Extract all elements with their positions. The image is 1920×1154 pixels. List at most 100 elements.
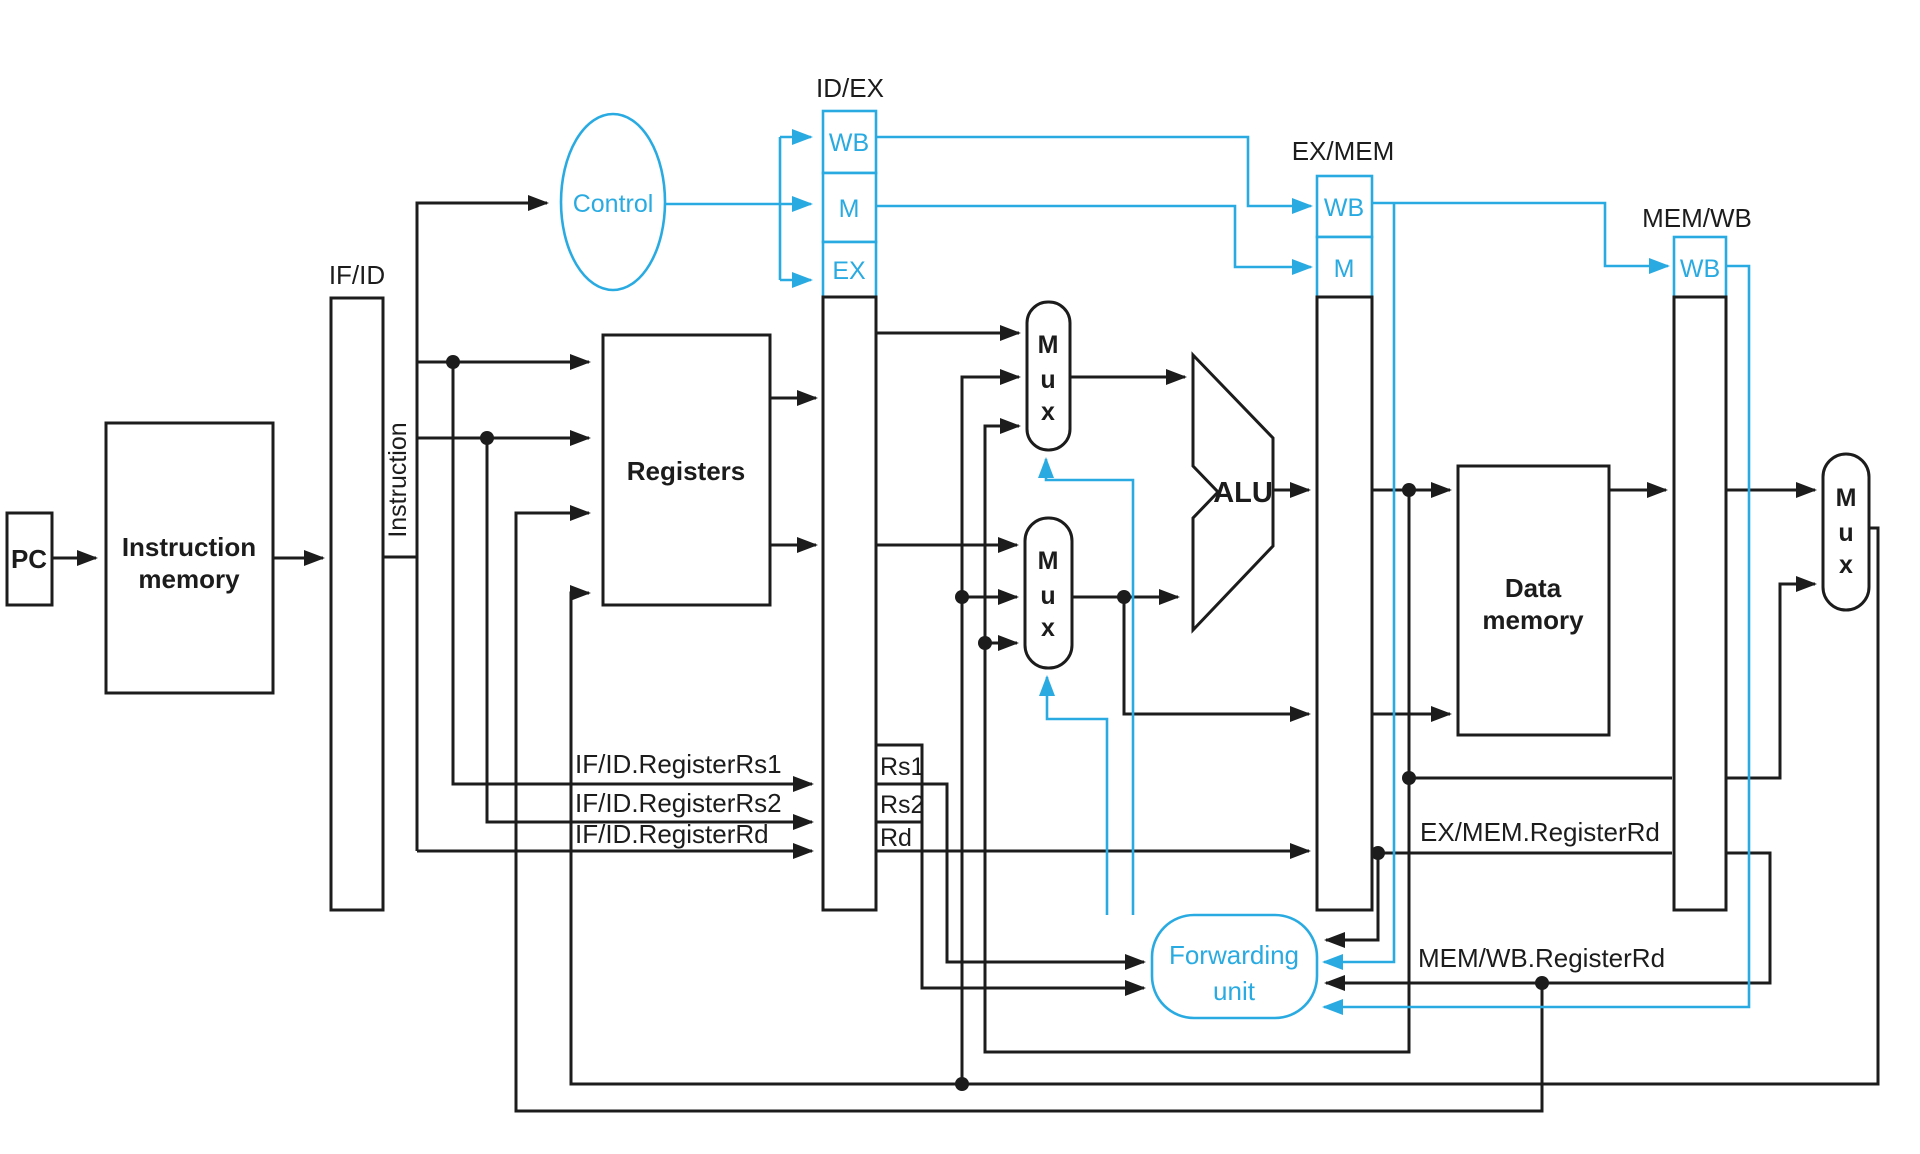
mux2-letter-x: x [1041,614,1055,642]
wire-exmem-rd-to-forwarding [1324,853,1380,948]
ex-mem-register: EX/MEM WB M [1292,136,1395,912]
ex-mem-wb-box [1315,174,1374,239]
junction-dot [1402,771,1416,785]
mem-wb-label: MEM/WB [1642,203,1752,233]
mux3-letter-m: M [1836,484,1857,512]
alu-label: ALU [1213,477,1273,509]
pc-block: PC [5,511,54,607]
ex-mem-register-rd-label: EX/MEM.RegisterRd [1420,817,1660,847]
pc-label: PC [11,544,47,574]
mem-wb-wb-box [1672,235,1728,299]
forwarding-unit-box [1150,913,1319,1020]
junction-dot [955,590,969,604]
control-label: Control [573,190,654,218]
rd-box [874,820,924,853]
rd-label: Rd [880,824,912,852]
wire-storedata-to-exmem [1122,597,1311,722]
alu-shape [1191,351,1275,634]
instruction-memory-label-line1: Instruction [122,532,256,562]
data-memory-label-line1: Data [1505,573,1562,603]
mem-wb-register-rd-label: MEM/WB.RegisterRd [1418,943,1665,973]
mux1-letter-m: M [1038,331,1059,359]
id-ex-ex-box [821,240,878,299]
mem-wb-wb-label: WB [1680,255,1720,283]
id-ex-bar [821,295,878,912]
forwarding-unit-label-line1: Forwarding [1169,940,1299,970]
registers-block: Registers [601,333,772,607]
mux2-letter-u: u [1040,582,1055,610]
ex-mem-m-label: M [1334,255,1355,283]
mux-alu-src-b: M u x [1023,516,1074,670]
id-ex-register: ID/EX WB M EX [816,73,884,912]
wire-idex-m-to-exmem-m [876,204,1313,275]
mux1-letter-u: u [1040,366,1055,394]
forwarding-unit-label-line2: unit [1213,976,1256,1006]
wire-exmem-forward-to-mux1 [983,418,1411,1054]
forwarding-unit-block: Forwarding unit [1150,913,1319,1020]
mux2-letter-m: M [1038,547,1059,575]
rs1-box [874,743,924,786]
junction-dot [1402,483,1416,497]
wire-rs1-to-idex [451,362,814,792]
control-oval [559,112,667,292]
pc-box [5,511,54,607]
ex-mem-label: EX/MEM [1292,136,1395,166]
wire-rs2-to-forwarding [920,822,1146,996]
if-id-register-rd-label: IF/ID.RegisterRd [575,819,769,849]
mux2-capsule [1023,516,1074,670]
ex-mem-wb-label: WB [1324,194,1364,222]
registers-box [601,333,772,607]
wire-writeback-forward-to-mux1 [960,369,1021,1084]
if-id-bar [329,296,385,912]
id-ex-m-label: M [839,195,860,223]
junction-dot [978,636,992,650]
data-memory-box [1456,464,1611,737]
mem-wb-bar [1672,295,1728,912]
wire-rs2-to-idex [485,438,814,830]
wire-idex-wb-to-exmem-wb [876,135,1313,214]
signal-labels: IF/ID.RegisterRs1 IF/ID.RegisterRs2 IF/I… [575,749,1665,973]
wire-exmem-wb-to-memwb-wb [1369,201,1670,274]
wire-writeback-data [569,526,1880,1086]
mux3-letter-u: u [1838,519,1853,547]
instruction-memory-block: Instruction memory [104,421,275,695]
instruction-signal-label: Instruction [384,422,412,537]
ex-mem-m-box [1315,235,1374,299]
wire-forward-a [1038,457,1135,915]
junction-dot [1117,590,1131,604]
id-ex-label: ID/EX [816,73,884,103]
mux-alu-src-a: M u x [1025,300,1072,452]
registers-label: Registers [627,456,746,486]
wire-exmem-wb-to-forwarding [1322,203,1396,970]
id-ex-ex-label: EX [832,257,866,285]
wire-memwb-wb-to-forwarding [1322,264,1751,1015]
junction-dot [480,431,494,445]
rs1-label: Rs1 [880,753,924,781]
mem-wb-register: MEM/WB WB [1642,203,1752,912]
if-id-register: IF/ID Instruction [329,260,412,912]
wire-instruction-bus-to-control [415,195,549,851]
if-id-register-rs1-label: IF/ID.RegisterRs1 [575,749,782,779]
control-block: Control [559,112,667,292]
mux1-letter-x: x [1041,398,1055,426]
mux1-capsule [1025,300,1072,452]
mux3-letter-x: x [1839,551,1853,579]
wire-memwb-rd-to-writeregister [514,505,1544,1113]
instruction-memory-box [104,421,275,695]
id-ex-wb-box [821,109,878,175]
wire-forward-b [1039,675,1109,915]
if-id-label: IF/ID [329,260,385,290]
instruction-memory-label-line2: memory [138,564,240,594]
id-ex-wb-label: WB [829,129,869,157]
rs2-label: Rs2 [880,791,924,819]
junction-dots [446,355,1549,1091]
rs-rd-boxes: Rs1 Rs2 Rd [874,743,924,853]
control-wires [665,129,1751,1015]
mux3-capsule [1821,452,1871,612]
ex-mem-bar [1315,295,1374,912]
data-memory-label-line2: memory [1482,605,1584,635]
datapath-wires [52,195,1880,1113]
alu-block: ALU [1191,351,1275,634]
